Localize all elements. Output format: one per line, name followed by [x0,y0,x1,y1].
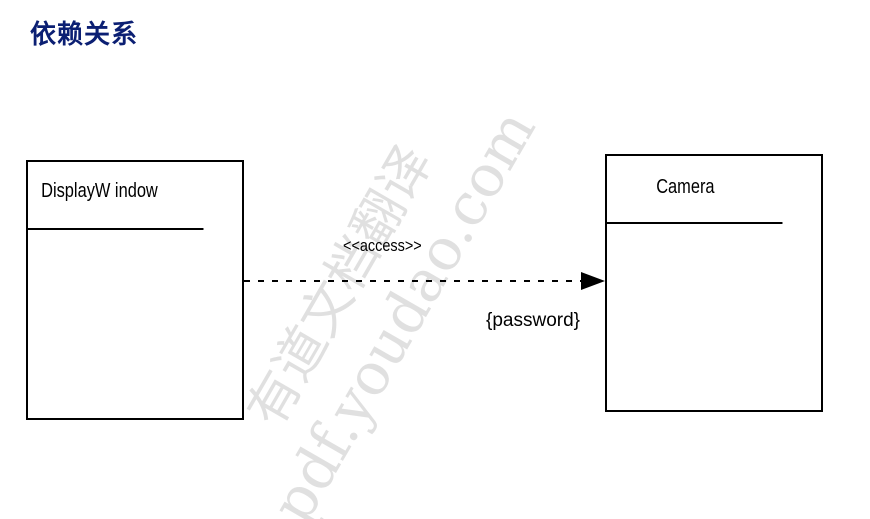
class-name-compartment: Camera [607,156,783,224]
class-name-display-window: DisplayW indow [41,180,158,202]
class-box-display-window[interactable]: DisplayW indow [26,160,244,420]
dependency-stereotype-label: <<access>> [343,236,422,255]
class-name-compartment: DisplayW indow [28,162,204,230]
dependency-arrowhead-icon [581,272,605,290]
page-title: 依赖关系 [30,20,139,50]
dependency-constraint-label: {password} [486,310,581,331]
class-box-camera[interactable]: Camera [605,154,823,412]
class-name-camera: Camera [656,176,715,198]
